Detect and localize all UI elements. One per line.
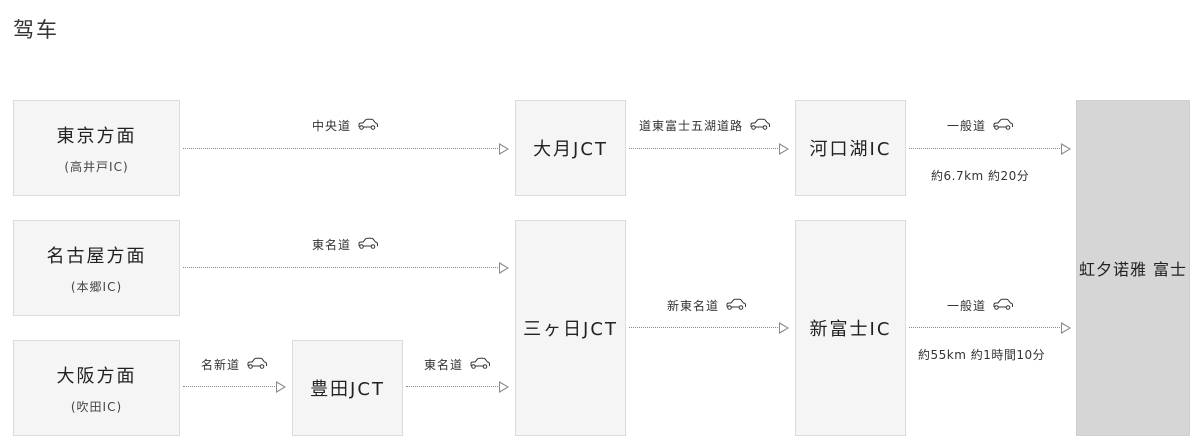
arrow-tokyo-otsuki <box>183 143 509 155</box>
node-mikkabi-jct: 三ヶ日JCT <box>515 220 626 436</box>
road-label-shinfuji-dest: 一般道 <box>947 297 1014 314</box>
road-name: 新東名道 <box>667 299 720 313</box>
arrow-kawaguchiko-dest <box>909 143 1071 155</box>
arrow-head-icon <box>499 381 509 393</box>
arrow-head-icon <box>1061 143 1071 155</box>
node-osaka: 大阪方面 (吹田IC) <box>13 340 180 436</box>
node-shinfuji-ic: 新富士IC <box>795 220 906 436</box>
node-otsuki-jct: 大月JCT <box>515 100 626 196</box>
road-label-mikkabi-shinfuji: 新東名道 <box>667 297 747 314</box>
car-icon <box>246 357 268 373</box>
distance-note-kawaguchiko: 約6.7km 約20分 <box>931 169 1030 183</box>
road-label-kawaguchiko-dest: 一般道 <box>947 117 1014 134</box>
road-name: 一般道 <box>947 299 987 313</box>
road-name: 道東富士五湖道路 <box>639 119 744 133</box>
arrow-head-icon <box>1061 322 1071 334</box>
arrow-head-icon <box>499 143 509 155</box>
node-tokyo-name: 東京方面 <box>56 125 137 147</box>
node-destination: 虹夕诺雅 富士 <box>1076 100 1190 436</box>
node-tokyo: 東京方面 (高井戸IC) <box>13 100 180 196</box>
node-shinfuji-name: 新富士IC <box>809 319 892 340</box>
arrow-osaka-toyota <box>183 381 286 393</box>
arrow-head-icon <box>779 143 789 155</box>
arrow-toyota-mikkabi <box>406 381 509 393</box>
car-icon <box>749 118 771 134</box>
node-destination-name: 虹夕诺雅 富士 <box>1078 260 1188 279</box>
node-nagoya: 名古屋方面 (本郷IC) <box>13 220 180 316</box>
car-icon <box>725 298 747 314</box>
arrow-head-icon <box>276 381 286 393</box>
node-kawaguchiko-name: 河口湖IC <box>809 139 892 160</box>
arrow-nagoya-mikkabi <box>183 262 509 274</box>
car-icon <box>992 118 1014 134</box>
road-name: 東名道 <box>424 358 464 372</box>
node-kawaguchiko-ic: 河口湖IC <box>795 100 906 196</box>
node-osaka-sub: (吹田IC) <box>70 399 123 414</box>
node-nagoya-name: 名古屋方面 <box>46 245 147 267</box>
node-otsuki-name: 大月JCT <box>533 139 608 160</box>
road-label-toyota-mikkabi: 東名道 <box>424 356 491 373</box>
arrow-head-icon <box>499 262 509 274</box>
car-icon <box>357 237 379 253</box>
road-label-otsuki-kawaguchiko: 道東富士五湖道路 <box>639 117 771 134</box>
car-icon <box>357 118 379 134</box>
page-title: 驾车 <box>13 18 59 42</box>
road-name: 一般道 <box>947 119 987 133</box>
arrow-shinfuji-dest <box>909 322 1071 334</box>
road-name: 名新道 <box>201 358 241 372</box>
node-toyota-name: 豊田JCT <box>310 379 385 400</box>
distance-note-shinfuji: 約55km 約1時間10分 <box>918 348 1046 362</box>
node-mikkabi-name: 三ヶ日JCT <box>523 319 618 340</box>
node-tokyo-sub: (高井戸IC) <box>64 159 129 174</box>
road-label-nagoya-mikkabi: 東名道 <box>312 236 379 253</box>
car-icon <box>469 357 491 373</box>
node-toyota-jct: 豊田JCT <box>292 340 403 436</box>
arrow-head-icon <box>779 322 789 334</box>
road-label-tokyo-otsuki: 中央道 <box>312 117 379 134</box>
arrow-otsuki-kawaguchiko <box>629 143 789 155</box>
car-icon <box>992 298 1014 314</box>
node-nagoya-sub: (本郷IC) <box>70 279 123 294</box>
road-name: 中央道 <box>312 119 352 133</box>
node-osaka-name: 大阪方面 <box>56 365 137 387</box>
road-label-osaka-toyota: 名新道 <box>201 356 268 373</box>
arrow-mikkabi-shinfuji <box>629 322 789 334</box>
road-name: 東名道 <box>312 238 352 252</box>
